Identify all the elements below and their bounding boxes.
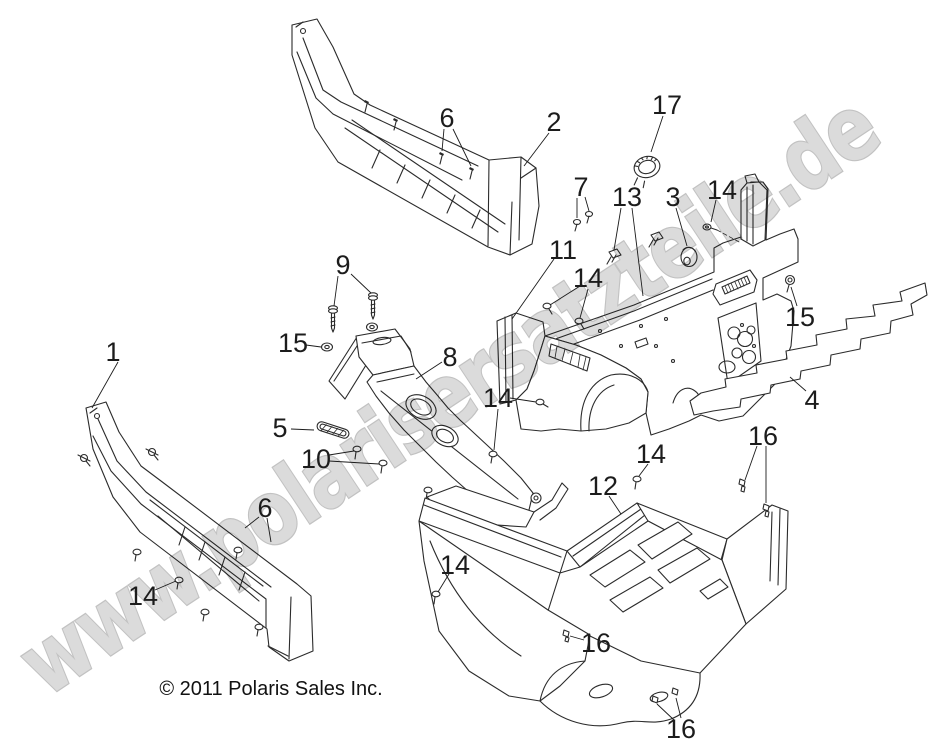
leader-line-5: [290, 428, 315, 431]
callout-label-12-20: 12: [588, 471, 618, 501]
part-center-console: [316, 292, 585, 528]
leader-line-16: [675, 697, 682, 719]
part-right-rocker-panel: [291, 18, 540, 256]
callout-label-14-21: 14: [636, 439, 666, 469]
leader-line-13: [613, 207, 622, 251]
leader-line-1: [91, 361, 119, 409]
screw-14-top-icon: [702, 223, 742, 244]
washers-15-icons: [320, 322, 379, 352]
screws-10-icons: [352, 445, 433, 501]
callout-label-2-1: 2: [546, 107, 561, 137]
leader-line-12: [608, 495, 622, 515]
callout-label-10-7: 10: [301, 444, 331, 474]
part-floor-mat: [418, 475, 789, 727]
leader-line-16: [744, 445, 758, 481]
leader-line-14: [493, 408, 499, 451]
callout-label-6-2: 6: [439, 103, 454, 133]
rivets-7-icons: [572, 210, 594, 232]
leader-line-3: [675, 207, 688, 247]
footwell-hatch: [554, 345, 587, 371]
callout-label-14-19: 14: [483, 383, 513, 413]
leader-line-16: [656, 703, 675, 721]
screws-6-icons: [364, 100, 474, 180]
leader-line-11: [511, 258, 555, 320]
part-left-rocker-panel: [77, 401, 314, 662]
leader-line-14: [579, 288, 589, 319]
leader-line-14: [509, 397, 537, 403]
callout-label-14-16: 14: [573, 263, 603, 293]
leader-line-14: [710, 199, 717, 223]
callout-label-15-17: 15: [785, 302, 815, 332]
spacer-pads-13-icons: [606, 231, 664, 265]
grommet-3-icon: [680, 246, 698, 268]
callout-label-7-10: 7: [573, 172, 588, 202]
leader-line-15: [305, 344, 322, 348]
callout-label-3-12: 3: [665, 182, 680, 212]
leader-line-14: [437, 573, 450, 593]
leader-line-9: [333, 275, 339, 307]
leader-line-14: [154, 580, 177, 591]
handle-hatch: [724, 276, 748, 294]
callout-label-9-3: 9: [335, 250, 350, 280]
leader-line-10: [328, 460, 380, 465]
leader-line-9: [350, 273, 372, 294]
leader-line-6: [244, 516, 260, 529]
callout-label-16-24: 16: [581, 628, 611, 658]
callout-label-6-8: 6: [257, 493, 272, 523]
wing-screw-icons: [77, 447, 159, 467]
leader-line-14: [549, 285, 581, 306]
callout-label-16-25: 16: [666, 714, 696, 744]
bolt-15-icon: [784, 274, 796, 293]
screws-9-icons: [327, 292, 379, 333]
diagram-line-art: [77, 18, 928, 727]
leader-line-17: [650, 115, 664, 153]
callout-label-15-4: 15: [278, 328, 308, 358]
leader-line-8: [415, 361, 443, 380]
clips-16-icons: [562, 478, 770, 704]
cup-holders: [405, 394, 459, 448]
leader-line-6: [452, 128, 472, 167]
leader-line-13: [631, 207, 644, 297]
leader-line-15: [790, 286, 798, 307]
callout-label-17-14: 17: [652, 90, 682, 120]
screws-14-icons: [132, 546, 264, 637]
screws-14-mat-icons: [431, 475, 642, 605]
part-seal-strip-4: [689, 282, 928, 416]
plug-5-icon: [316, 421, 350, 439]
callout-label-4-18: 4: [804, 385, 819, 415]
screws-14-mid-icons: [488, 302, 585, 464]
callout-label-14-9: 14: [128, 581, 158, 611]
part-main-floor-panel: [496, 155, 799, 436]
leader-line-6: [266, 517, 272, 543]
callout-label-14-23: 14: [440, 550, 470, 580]
callout-label-8-5: 8: [442, 342, 457, 372]
leader-line-7: [584, 196, 590, 212]
callout-label-5-6: 5: [272, 413, 287, 443]
leader-line-6: [441, 128, 445, 152]
leader-line-14: [638, 463, 649, 477]
leader-line-2: [523, 132, 550, 167]
copyright-text: © 2011 Polaris Sales Inc.: [159, 678, 382, 700]
callout-label-13-11: 13: [612, 182, 642, 212]
clamp-17-icon: [633, 155, 661, 189]
callout-label-14-13: 14: [707, 175, 737, 205]
callout-label-1-0: 1: [105, 337, 120, 367]
leader-line-10: [328, 450, 355, 456]
callout-label-11-15: 11: [549, 235, 577, 265]
callout-label-16-22: 16: [748, 421, 778, 451]
leader-line-16: [569, 635, 585, 641]
leader-line-4: [789, 376, 807, 392]
